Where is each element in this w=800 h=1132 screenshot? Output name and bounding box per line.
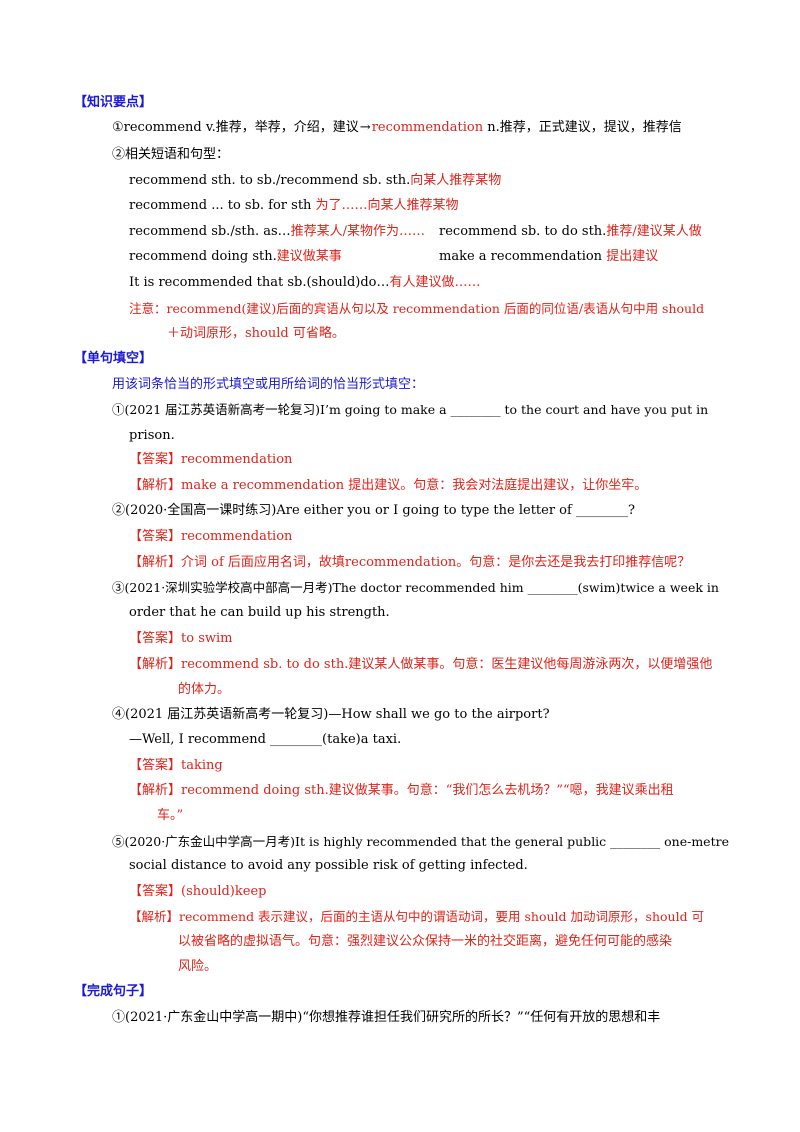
explanation-4: 【解析】recommend doing sth.建议做某事。句意：“我们怎么去机… — [129, 782, 674, 800]
explanation-text: recommend sb. to do sth.建议某人做某事。句意：医生建议他… — [181, 657, 713, 672]
answer-value: to swim — [181, 631, 233, 646]
question-5-line-1: ⑤(2020·广东金山中学高一月考)It is highly recommend… — [112, 834, 729, 849]
phrase-2: recommend ... to sb. for sth 为了……向某人推荐某物 — [129, 197, 459, 215]
answer-4: 【答案】taking — [129, 757, 223, 775]
explanation-label: 【解析】 — [129, 657, 182, 672]
knowledge-line-1: ①recommend v.推荐，举荐，介绍，建议→recommendation … — [112, 119, 682, 137]
note-line-1: 注意：recommend(建议)后面的宾语从句以及 recommendation… — [129, 301, 705, 316]
answer-2: 【答案】recommendation — [129, 528, 292, 546]
phrase-1-text: recommend sth. to sb./recommend sb. sth. — [129, 173, 411, 188]
phrase-5-meaning: 有人建议做…… — [389, 275, 481, 290]
question-3-line-2: order that he can build up his strength. — [129, 605, 390, 620]
explanation-text: 介词 of 后面应用名词，故填recommendation。句意：是你去还是我去… — [181, 555, 691, 570]
explanation-5: 【解析】recommend 表示建议，后面的主语从句中的谓语动词，要用 shou… — [129, 908, 704, 926]
explanation-1: 【解析】make a recommendation 提出建议。句意：我会对法庭提… — [129, 477, 647, 495]
explanation-3: 【解析】recommend sb. to do sth.建议某人做某事。句意：医… — [129, 656, 712, 674]
phrase-3b: recommend sb. to do sth.推荐/建议某人做 — [439, 223, 702, 241]
answer-label: 【答案】 — [129, 529, 182, 544]
explanation-5-line-2: 以被省略的虚拟语气。句意：强烈建议公众保持一米的社交距离，避免任何可能的感染 — [178, 934, 673, 949]
section-title-single: 【单句填空】 — [74, 351, 153, 366]
question-3-line-1: ③(2021·深圳实验学校高中部高一月考)The doctor recommen… — [112, 580, 719, 595]
answer-value: (should)keep — [181, 884, 267, 899]
knowledge-line-1-text: ①recommend v.推荐，举荐，介绍，建议 — [112, 120, 359, 135]
answer-label: 【答案】 — [129, 884, 182, 899]
answer-value: recommendation — [181, 452, 293, 467]
arrow-right-icon: → — [359, 120, 371, 135]
explanation-2: 【解析】介词 of 后面应用名词，故填recommendation。句意：是你去… — [129, 554, 690, 572]
phrase-5-text: It is recommended that sb.(should)do… — [129, 275, 390, 290]
complete-question-1: ①(2021·广东金山中学高一期中)“你想推荐谁担任我们研究所的所长？”“任何有… — [112, 1010, 661, 1025]
explanation-text: recommend 表示建议，后面的主语从句中的谓语动词，要用 should 加… — [179, 909, 705, 924]
knowledge-line-2: ②相关短语和句型： — [112, 147, 230, 162]
phrase-5: It is recommended that sb.(should)do…有人建… — [129, 274, 481, 292]
phrase-4-text: recommend doing sth. — [129, 249, 277, 264]
knowledge-line-1-red: recommendation — [371, 120, 484, 135]
phrase-3b-meaning: 推荐/建议某人做 — [606, 224, 702, 239]
explanation-label: 【解析】 — [129, 478, 182, 493]
phrase-4b-text: make a recommendation — [439, 249, 607, 264]
explanation-label: 【解析】 — [129, 783, 182, 798]
question-1-line-1: ①(2021 届江苏英语新高考一轮复习)I’m going to make a … — [112, 402, 709, 417]
answer-label: 【答案】 — [129, 631, 182, 646]
answer-5: 【答案】(should)keep — [129, 883, 266, 901]
phrase-4b-meaning: 提出建议 — [606, 249, 659, 264]
phrase-3-meaning: 推荐某人/某物作为…… — [290, 224, 426, 239]
explanation-5-line-3: 风险。 — [178, 959, 218, 974]
question-2-line-1: ②(2020·全国高一课时练习)Are either you or I goin… — [112, 503, 635, 518]
section-title-knowledge: 【知识要点】 — [74, 95, 153, 110]
phrase-2-text: recommend ... to sb. for sth — [129, 198, 316, 213]
section-title-complete: 【完成句子】 — [74, 984, 153, 999]
phrase-1: recommend sth. to sb./recommend sb. sth.… — [129, 172, 501, 190]
explanation-label: 【解析】 — [129, 555, 182, 570]
answer-label: 【答案】 — [129, 452, 182, 467]
answer-1: 【答案】recommendation — [129, 451, 292, 469]
phrase-1-meaning: 向某人推荐某物 — [410, 173, 502, 188]
note-line-2: ＋动词原形，should 可省略。 — [167, 326, 345, 341]
question-5-line-2: social distance to avoid any possible ri… — [129, 858, 528, 873]
phrase-4b: make a recommendation 提出建议 — [439, 248, 658, 266]
answer-value: recommendation — [181, 529, 293, 544]
phrase-3-text: recommend sb./sth. as… — [129, 224, 291, 239]
answer-3: 【答案】to swim — [129, 630, 232, 648]
question-1-line-2: prison. — [129, 428, 175, 443]
question-4-line-1: ④(2021 届江苏英语新高考一轮复习)—How shall we go to … — [112, 707, 550, 722]
phrase-2-meaning: 为了……向某人推荐某物 — [315, 198, 459, 213]
phrase-4: recommend doing sth.建议做某事 — [129, 248, 342, 266]
answer-label: 【答案】 — [129, 758, 182, 773]
answer-value: taking — [181, 758, 223, 773]
phrase-3b-text: recommend sb. to do sth. — [439, 224, 607, 239]
phrase-3: recommend sb./sth. as…推荐某人/某物作为…… — [129, 223, 425, 241]
question-4-line-2: —Well, I recommend ________(take)a taxi. — [129, 732, 402, 747]
explanation-3-line-2: 的体力。 — [178, 682, 231, 697]
explanation-label: 【解析】 — [129, 909, 180, 924]
explanation-text: make a recommendation 提出建议。句意：我会对法庭提出建议，… — [181, 478, 648, 493]
single-instruction: 用该词条恰当的形式填空或用所给词的恰当形式填空： — [112, 377, 425, 392]
phrase-4-meaning: 建议做某事 — [276, 249, 342, 264]
knowledge-line-1-tail: n.推荐，正式建议，提议，推荐信 — [483, 120, 682, 135]
explanation-text: recommend doing sth.建议做某事。句意：“我们怎么去机场？”“… — [181, 783, 674, 798]
explanation-4-line-2: 车。” — [157, 808, 184, 823]
